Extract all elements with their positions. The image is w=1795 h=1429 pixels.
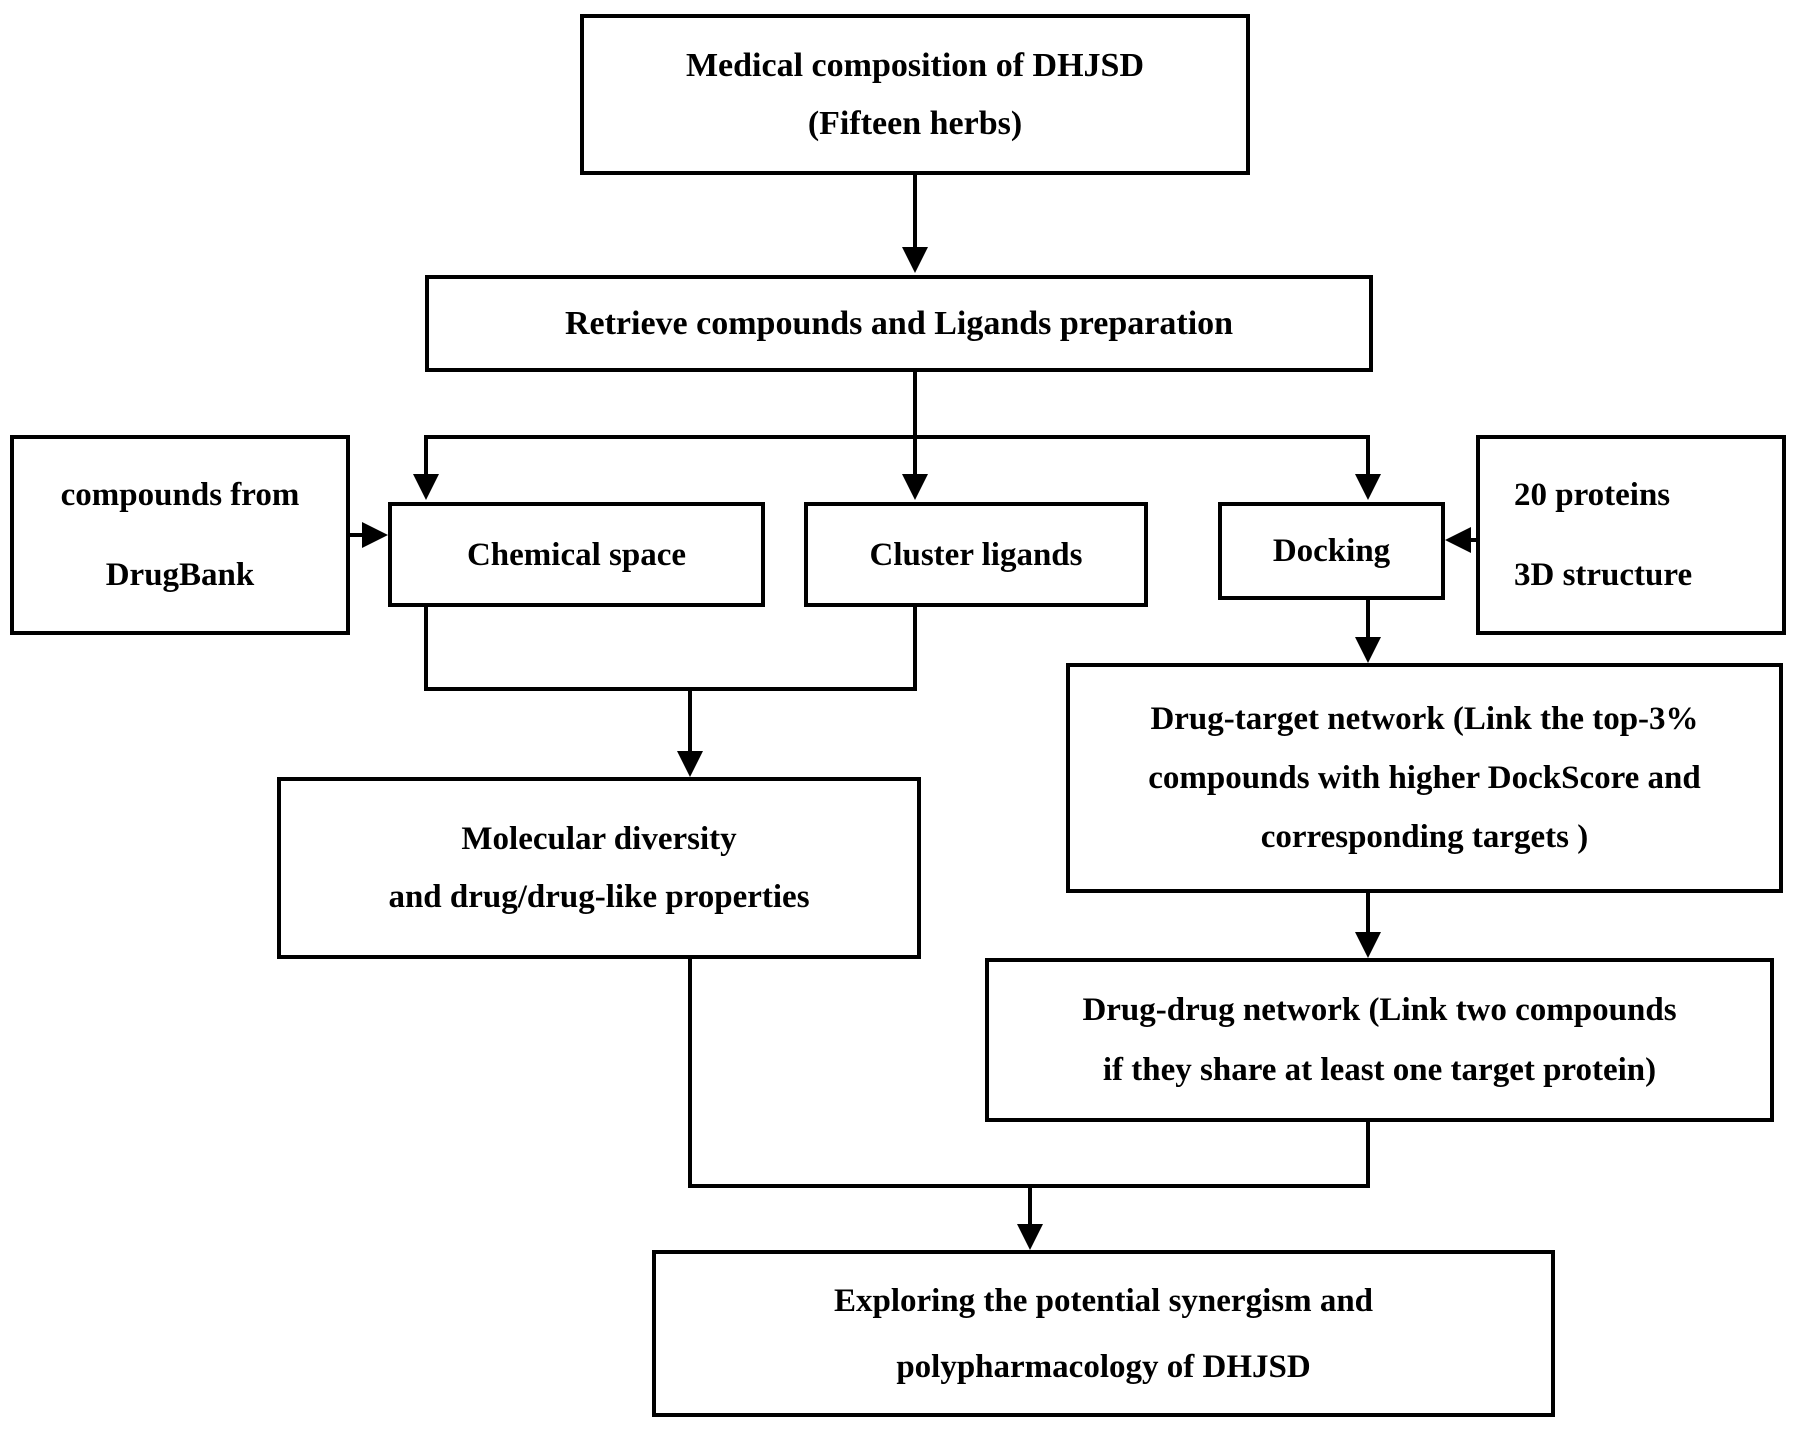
proteins-structure-box: 20 proteins 3D structure: [1476, 435, 1786, 635]
arrowhead-docking-to-drugtarget: [1355, 637, 1381, 663]
compounds-drugbank-line1: compounds from: [60, 477, 300, 513]
drug-target-network-line1: Drug-target network (Link the top-3%: [1150, 700, 1699, 737]
compounds-drugbank-line2: DrugBank: [105, 557, 255, 593]
molecular-diversity-line1: Molecular diversity: [461, 821, 737, 857]
proteins-structure-line2: 3D structure: [1514, 557, 1693, 593]
arrowhead-drugtarget-to-drugdrug: [1355, 932, 1381, 958]
arrowhead-branch-cluster: [902, 474, 928, 500]
exploring-synergism-line2: polypharmacology of DHJSD: [896, 1348, 1311, 1385]
medical-composition-line2: (Fifteen herbs): [807, 104, 1023, 142]
drug-target-network-box: Drug-target network (Link the top-3% com…: [1066, 663, 1783, 893]
docking-box: Docking: [1218, 502, 1445, 600]
exploring-synergism-box: Exploring the potential synergism and po…: [652, 1250, 1555, 1417]
drug-drug-network-line1: Drug-drug network (Link two compounds: [1082, 992, 1677, 1028]
arrowhead-merge-to-final: [1017, 1224, 1043, 1250]
exploring-synergism-line1: Exploring the potential synergism and: [833, 1282, 1374, 1319]
cluster-ligands-label: Cluster ligands: [869, 536, 1083, 573]
cluster-ligands-box: Cluster ligands: [804, 502, 1148, 607]
arrowhead-merge-to-molecular: [677, 751, 703, 777]
arrowhead-medical-to-retrieve: [902, 247, 928, 273]
medical-composition-box: Medical composition of DHJSD (Fifteen he…: [580, 14, 1250, 175]
molecular-diversity-line2: and drug/drug-like properties: [388, 879, 810, 915]
arrowhead-branch-docking: [1355, 474, 1381, 500]
docking-label: Docking: [1272, 533, 1391, 569]
drug-target-network-line2: compounds with higher DockScore and: [1148, 759, 1701, 796]
retrieve-compounds-box: Retrieve compounds and Ligands preparati…: [425, 275, 1373, 372]
compounds-drugbank-box: compounds from DrugBank: [10, 435, 350, 635]
arrowhead-compounds-to-chemical: [362, 522, 388, 548]
branch-rail: [424, 435, 1370, 478]
arrowhead-proteins-to-docking: [1445, 527, 1471, 553]
proteins-structure-line1: 20 proteins: [1514, 477, 1671, 513]
chemical-space-label: Chemical space: [466, 536, 687, 573]
chemical-space-box: Chemical space: [388, 502, 765, 607]
medical-composition-line1: Medical composition of DHJSD: [685, 46, 1145, 84]
drug-drug-network-box: Drug-drug network (Link two compounds if…: [985, 958, 1774, 1122]
drug-drug-network-line2: if they share at least one target protei…: [1102, 1052, 1657, 1088]
arrowhead-branch-chemical: [413, 474, 439, 500]
merge-rail-left: [424, 607, 917, 691]
molecular-diversity-box: Molecular diversity and drug/drug-like p…: [277, 777, 921, 959]
retrieve-compounds-label: Retrieve compounds and Ligands preparati…: [564, 304, 1234, 342]
drug-target-network-line3: corresponding targets ): [1260, 818, 1589, 855]
